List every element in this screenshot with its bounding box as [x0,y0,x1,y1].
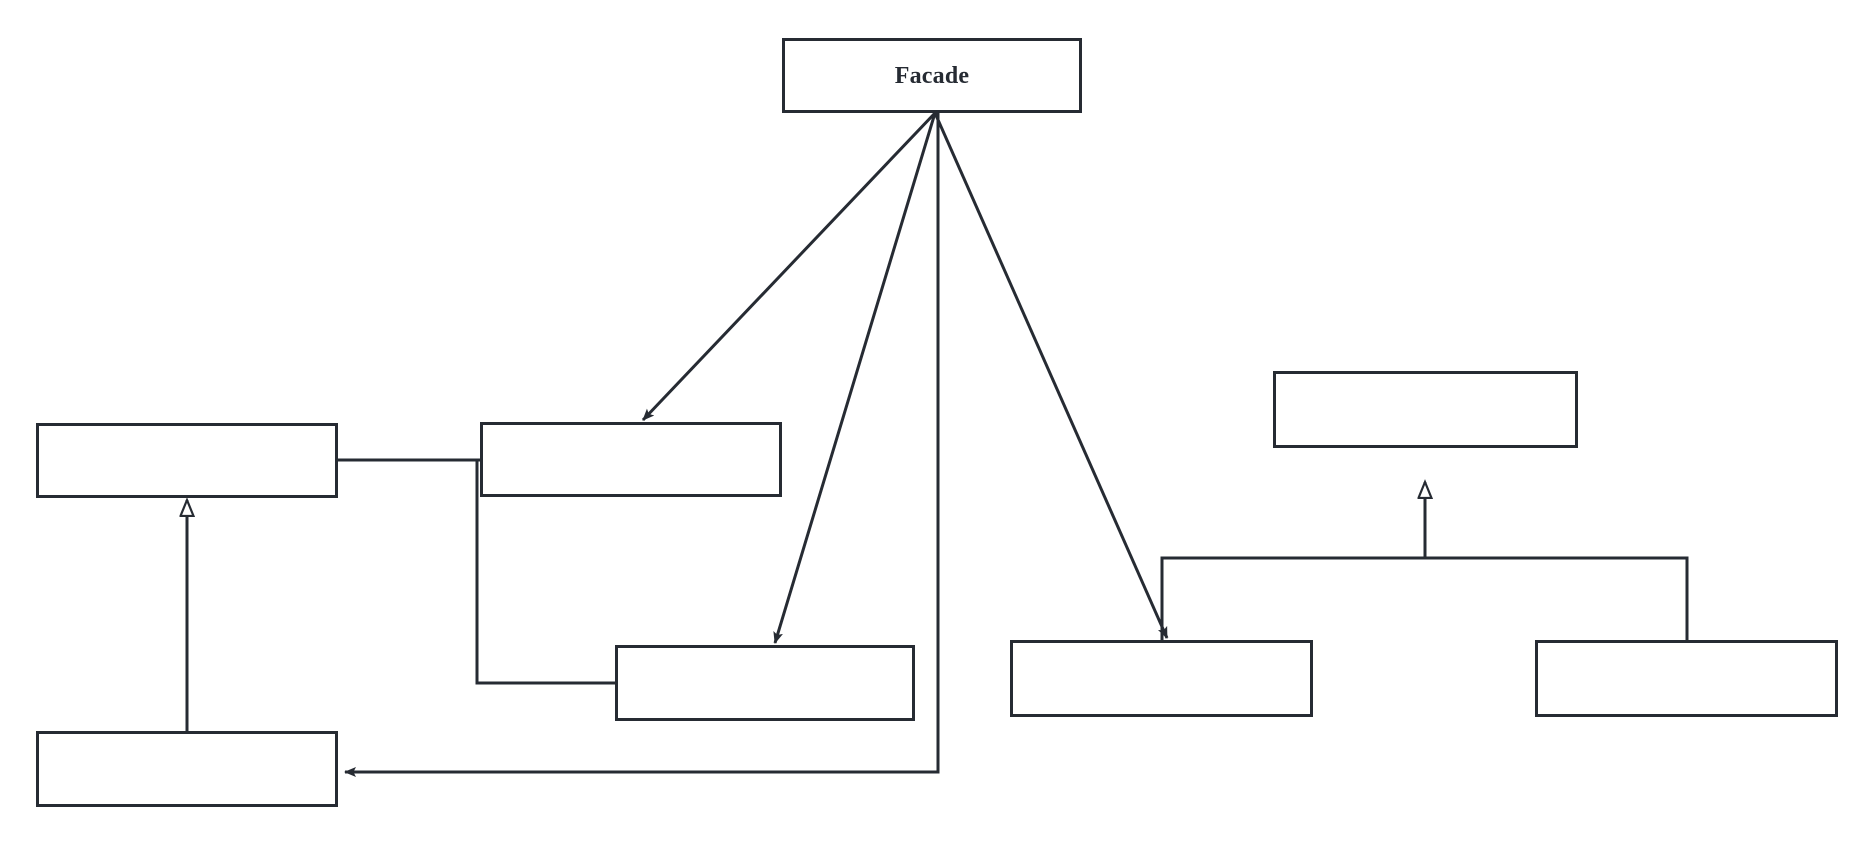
edge-facade-to-class-d [773,112,937,644]
edge-facade-to-class-b [641,111,937,422]
uml-class-a[interactable] [36,423,338,498]
edge-facade-to-class-f [933,112,1169,639]
edge-class-f-to-class-e [1160,482,1425,640]
uml-class-g[interactable] [1535,640,1838,717]
uml-class-facade[interactable]: Facade [782,38,1082,113]
edge-class-g-to-class-e [1425,556,1689,640]
uml-class-f[interactable] [1010,640,1313,717]
uml-class-c[interactable] [36,731,338,807]
uml-class-b[interactable] [480,422,782,497]
uml-class-e[interactable] [1273,371,1578,448]
uml-class-facade-label: Facade [894,62,970,89]
uml-class-d[interactable] [615,645,915,721]
